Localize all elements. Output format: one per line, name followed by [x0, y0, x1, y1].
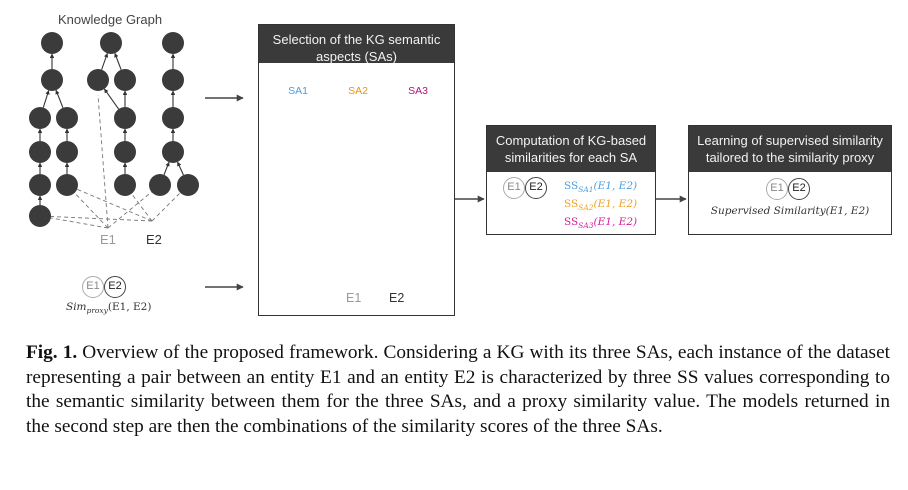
computation-e2-circle: E2: [525, 177, 547, 199]
ss-sa1: SSSA1(E1, E2): [564, 180, 638, 195]
computation-box-title: Computation of KG-based similarities for…: [487, 126, 655, 172]
kg-e1-label: E1: [100, 232, 116, 247]
kg-edge: [163, 161, 170, 175]
kg-edge: [103, 88, 120, 110]
selection-e2-label: E2: [389, 291, 405, 305]
kg-node: [56, 174, 78, 196]
kg-node: [56, 141, 78, 163]
ss-list: SSSA1(E1, E2) SSSA2(E1, E2) SSSA3(E1, E2…: [564, 179, 637, 233]
kg-edge: [101, 52, 109, 70]
kg-node: [114, 69, 136, 91]
kg-dashed-link: [39, 215, 109, 229]
kg-node: [29, 107, 51, 129]
kg-node: [100, 32, 122, 54]
caption-label: Fig. 1.: [26, 342, 78, 363]
supervised-similarity-formula: Supervised Similarity(E1, E2): [710, 205, 870, 217]
kg-edge: [177, 161, 184, 176]
kg-node: [41, 69, 63, 91]
selection-e1-label: E1: [346, 291, 362, 305]
proxy-e2-circle: E2: [104, 276, 126, 298]
kg-nodes: [29, 32, 199, 227]
figure-caption: Fig. 1. Overview of the proposed framewo…: [26, 341, 890, 439]
ss-sa3: SSSA3(E1, E2): [564, 216, 638, 231]
kg-e2-label: E2: [146, 232, 162, 247]
kg-dashed-link: [107, 184, 161, 229]
proxy-e1-circle: E1: [82, 276, 104, 298]
kg-dashed-link: [66, 184, 153, 222]
selection-box: Selection of the KG semantic aspects (SA…: [258, 24, 455, 316]
kg-dashed-link: [39, 215, 153, 222]
kg-node: [87, 69, 109, 91]
kg-node: [41, 32, 63, 54]
kg-node: [29, 174, 51, 196]
sa2-label: SA2: [348, 85, 368, 97]
kg-node: [29, 141, 51, 163]
sa1-label: SA1: [288, 85, 308, 97]
proxy-formula: Simproxy(E1, E2): [66, 301, 152, 316]
kg-node: [162, 141, 184, 163]
kg-node: [56, 107, 78, 129]
kg-edge: [55, 89, 64, 108]
kg-edge: [42, 90, 50, 108]
caption-text: Overview of the proposed framework. Cons…: [26, 342, 890, 437]
learning-box-title: Learning of supervised similarity tailor…: [689, 126, 891, 172]
kg-node: [114, 174, 136, 196]
kg-title: Knowledge Graph: [58, 12, 163, 27]
sa3-label: SA3: [408, 85, 428, 97]
kg-node: [162, 69, 184, 91]
kg-node: [149, 174, 171, 196]
kg-node: [162, 32, 184, 54]
learning-box: Learning of supervised similarity tailor…: [688, 125, 892, 235]
kg-node: [114, 107, 136, 129]
kg-edge: [114, 52, 122, 70]
selection-box-title: Selection of the KG semantic aspects (SA…: [259, 25, 454, 64]
ss-sa2: SSSA2(E1, E2): [564, 198, 638, 213]
kg-node: [162, 107, 184, 129]
learning-e1-circle: E1: [766, 178, 788, 200]
kg-node: [29, 205, 51, 227]
computation-e1-circle: E1: [503, 177, 525, 199]
kg-node: [177, 174, 199, 196]
kg-node: [114, 141, 136, 163]
learning-e2-circle: E2: [788, 178, 810, 200]
kg-dashed-link: [97, 94, 109, 229]
